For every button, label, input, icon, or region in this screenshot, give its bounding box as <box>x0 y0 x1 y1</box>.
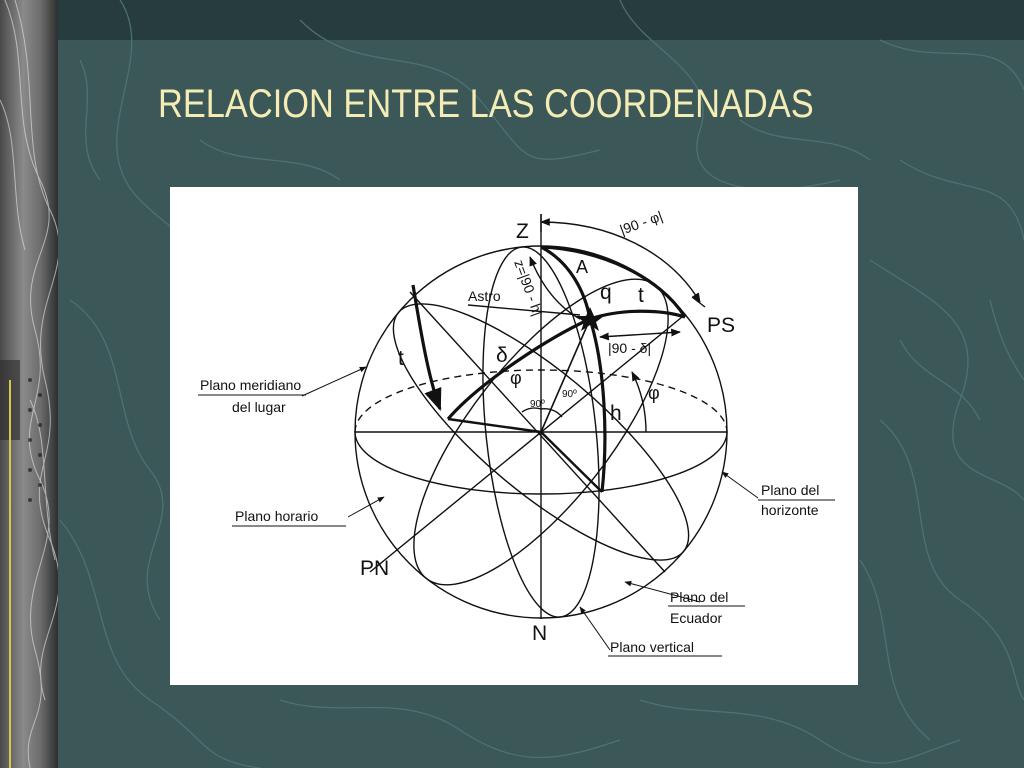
equator-ellipse <box>392 303 690 561</box>
label-colatitude: |90 - φ| <box>618 208 665 238</box>
label-astro: Astro <box>468 288 501 304</box>
label-north-pole: PN <box>360 557 389 580</box>
label-nadir: N <box>532 622 547 645</box>
label-vertical-plane: Plano vertical <box>610 639 694 655</box>
label-latitude-center: φ <box>510 368 522 388</box>
label-equator-plane-line1: Plano del <box>670 589 728 605</box>
label-hour-angle-top: t <box>638 284 644 307</box>
center-to-astro <box>540 318 591 433</box>
slide-title: RELACION ENTRE LAS COORDENADAS <box>158 82 814 126</box>
astro-pointer <box>467 304 581 316</box>
vertical-plane-ellipse <box>482 246 600 618</box>
label-right-angle-1: 90º <box>530 399 545 410</box>
label-horizon-plane-line1: Plano del <box>761 482 819 498</box>
celestial-sphere-figure: Z N PS PN Astro A q t t δ φ φ h z=|90 - … <box>170 187 858 685</box>
arc-t-left <box>411 284 442 412</box>
center-to-lower <box>540 431 603 493</box>
label-parallactic: q <box>600 281 612 304</box>
polar-axis <box>369 316 683 573</box>
label-meridian-plane-line2: del lugar <box>232 399 286 415</box>
label-codeclination: |90 - δ| <box>608 340 651 356</box>
arc-phi-right <box>631 371 647 433</box>
label-azimuth: A <box>576 257 588 277</box>
left-hour-line <box>447 417 542 434</box>
arc-astro-ps <box>589 309 686 321</box>
label-declination: δ <box>496 344 508 367</box>
label-horizon-plane-line2: horizonte <box>761 502 819 518</box>
arc-colatitude <box>540 218 701 303</box>
label-altitude: h <box>610 402 622 425</box>
label-hour-angle-left: t <box>398 347 404 370</box>
label-zenith: Z <box>516 220 529 243</box>
label-right-angle-2: 90º <box>562 389 577 400</box>
label-equator-plane-line2: Ecuador <box>670 610 722 626</box>
label-hour-plane: Plano horario <box>235 508 318 524</box>
astro-star <box>576 307 604 331</box>
decorative-side-strip <box>0 0 58 768</box>
arc-astro-equator <box>446 317 591 421</box>
label-south-pole: PS <box>707 314 735 337</box>
label-latitude-right: φ <box>648 383 660 403</box>
arc-altitude <box>588 318 607 493</box>
celestial-sphere-diagram: Z N PS PN Astro A q t t δ φ φ h z=|90 - … <box>198 208 835 657</box>
codeclination-line <box>599 328 681 341</box>
label-meridian-plane-line1: Plano meridiano <box>200 377 301 393</box>
